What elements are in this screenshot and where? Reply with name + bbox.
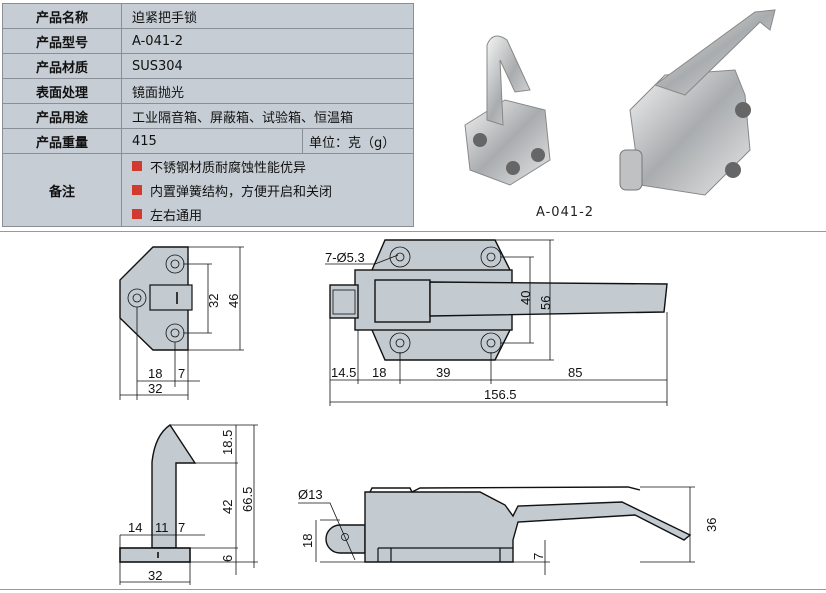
notes-label: 备注: [2, 153, 122, 227]
dim-label: 40: [518, 291, 533, 305]
row-label: 产品重量: [2, 128, 122, 154]
dim-label: 7: [531, 553, 546, 560]
table-row: 表面处理镜面抛光: [2, 78, 414, 104]
dim-label: 14: [128, 520, 142, 535]
strike-part-image: [464, 35, 551, 186]
bullet-icon: [132, 161, 142, 171]
dim-label: 18.5: [220, 430, 235, 455]
row-value: 工业隔音箱、屏蔽箱、试验箱、恒温箱: [121, 103, 414, 129]
note-item: 左右通用: [132, 202, 413, 226]
dim-label: 7: [178, 520, 185, 535]
dim-label: 11: [155, 520, 169, 535]
table-row: 产品名称迫紧把手锁: [2, 3, 414, 29]
divider: [0, 231, 826, 232]
dim-label: 32: [148, 381, 162, 396]
dim-label: Ø13: [298, 487, 323, 502]
dim-label: 18: [300, 534, 315, 548]
row-label: 产品材质: [2, 53, 122, 79]
note-text: 内置弹簧结构，方便开启和关闭: [150, 184, 333, 200]
divider: [0, 589, 826, 590]
strike-front-view: [119, 246, 244, 400]
row-value: 415: [121, 128, 303, 154]
row-label: 产品名称: [2, 3, 122, 29]
note-text: 左右通用: [150, 208, 203, 224]
dim-label: 56: [538, 296, 553, 310]
handle-part-image: [619, 9, 776, 196]
dim-label: 156.5: [484, 387, 517, 402]
photo-caption: A-041-2: [536, 205, 595, 220]
dim-label: 66.5: [240, 487, 255, 512]
dim-label: 6: [220, 555, 235, 562]
note-text: 不锈钢材质耐腐蚀性能优异: [150, 160, 307, 176]
dim-label: 46: [226, 294, 241, 308]
dim-label: 39: [436, 365, 450, 380]
dim-label: 32: [206, 294, 221, 308]
product-photo: [464, 9, 776, 196]
dim-label: 7: [178, 366, 185, 381]
handle-front-view: [325, 239, 668, 406]
table-row: 产品用途工业隔音箱、屏蔽箱、试验箱、恒温箱: [2, 103, 414, 129]
bullet-icon: [132, 209, 142, 219]
dim-label: 18: [372, 365, 386, 380]
dim-label: 85: [568, 365, 582, 380]
row-value: SUS304: [121, 53, 414, 79]
strike-side-view: [119, 424, 258, 585]
table-row: 备注 不锈钢材质耐腐蚀性能优异 内置弹簧结构，方便开启和关闭 左右通用: [2, 153, 414, 227]
handle-side-view: [298, 486, 695, 575]
note-item: 不锈钢材质耐腐蚀性能优异: [132, 154, 413, 178]
dim-label: 42: [220, 500, 235, 514]
row-label: 产品型号: [2, 28, 122, 54]
dim-label: 18: [148, 366, 162, 381]
row-label: 表面处理: [2, 78, 122, 104]
row-label: 产品用途: [2, 103, 122, 129]
bullet-icon: [132, 185, 142, 195]
dim-label: 36: [704, 518, 719, 532]
dim-label: 7-Ø5.3: [325, 250, 365, 265]
notes-list: 不锈钢材质耐腐蚀性能优异 内置弹簧结构，方便开启和关闭 左右通用: [121, 153, 414, 227]
dim-label: 32: [148, 568, 162, 583]
weight-unit: 单位：克（g）: [302, 128, 414, 154]
dim-label: 14.5: [331, 365, 356, 380]
note-item: 内置弹簧结构，方便开启和关闭: [132, 178, 413, 202]
